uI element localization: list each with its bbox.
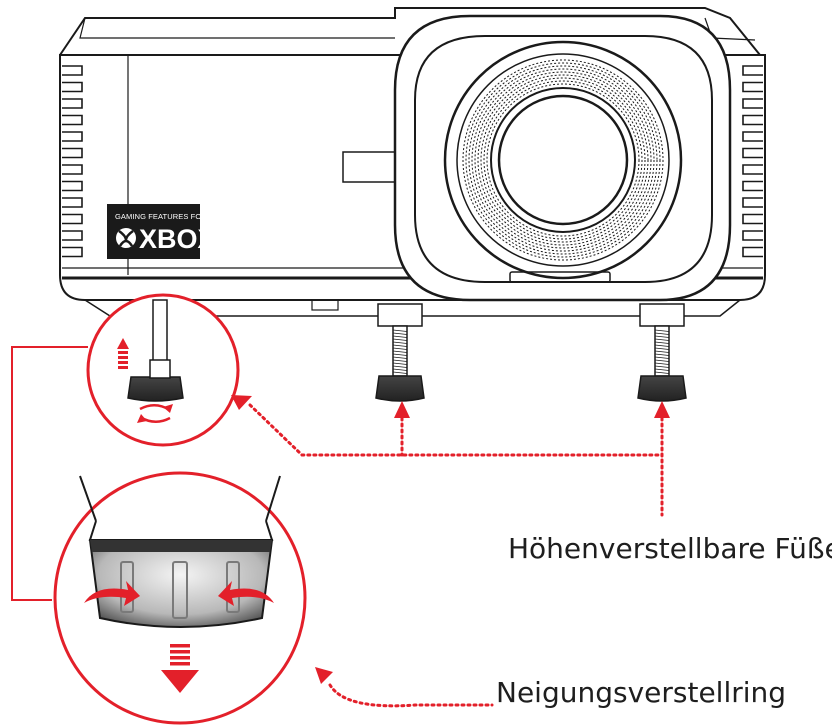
vent-slot xyxy=(62,147,83,159)
lens-focus-ring xyxy=(462,59,664,261)
foot-right xyxy=(637,303,687,402)
thread-line xyxy=(654,341,670,344)
feet-callout-lines xyxy=(248,403,664,708)
right-vents xyxy=(742,65,763,258)
thread-line xyxy=(654,353,670,356)
vent-slot xyxy=(742,81,763,93)
thread-line xyxy=(654,347,670,350)
vent-slot xyxy=(62,131,83,142)
thread-line xyxy=(392,362,408,365)
vent-slot xyxy=(742,131,763,142)
feet-callout-arrowheads xyxy=(231,395,670,684)
thread-line xyxy=(654,338,670,341)
thread-line xyxy=(654,362,670,365)
lens xyxy=(443,40,683,280)
vent-slot xyxy=(62,114,83,126)
thread-line xyxy=(392,359,408,362)
thread-line xyxy=(392,365,408,368)
thread-line xyxy=(392,344,408,347)
vent-slot xyxy=(742,180,763,192)
thread-line xyxy=(392,356,408,359)
vent-slot xyxy=(742,164,763,175)
thread-line xyxy=(392,347,408,350)
zoom-connector xyxy=(11,346,88,601)
thread-line xyxy=(392,350,408,353)
vent-slot xyxy=(62,230,83,241)
lens-focus-ring xyxy=(480,77,646,243)
badge-brand-text: XBOX xyxy=(139,224,216,254)
thread-line xyxy=(654,368,670,371)
lens-focus-ring xyxy=(483,80,643,240)
xbox-logo-icon xyxy=(116,228,136,248)
up-arrow-icon xyxy=(117,338,129,369)
thread-line xyxy=(654,329,670,332)
vent-slot xyxy=(742,147,763,159)
thread-line xyxy=(392,353,408,356)
vent-slot xyxy=(62,213,83,225)
xbox-badge: GAMING FEATURES FOR XBOX xyxy=(107,204,216,259)
right-turn-arrow-icon xyxy=(218,581,274,606)
left-turn-arrow-icon xyxy=(84,581,140,606)
thread-line xyxy=(654,350,670,353)
thread-line xyxy=(392,368,408,371)
thread-line xyxy=(654,371,670,374)
vent-slot xyxy=(62,197,83,208)
thread-line xyxy=(654,335,670,338)
ring-label: Neigungsverstellring xyxy=(496,676,787,709)
lens-focus-ring xyxy=(474,71,652,249)
thread-line xyxy=(392,335,408,338)
thread-line xyxy=(654,332,670,335)
lens-focus-ring xyxy=(471,68,655,252)
vent-slot xyxy=(742,197,763,208)
thread-line xyxy=(392,338,408,341)
vent-slot xyxy=(742,98,763,109)
lens-ring xyxy=(456,53,670,267)
thread-line xyxy=(654,344,670,347)
thread-line xyxy=(654,365,670,368)
vent-slot xyxy=(742,246,763,258)
vent-slot xyxy=(62,180,83,192)
vent-slot xyxy=(62,81,83,93)
thread-line xyxy=(654,359,670,362)
zoom-circle-small xyxy=(86,293,240,447)
vent-slot xyxy=(62,246,83,258)
lens-focus-ring xyxy=(486,83,640,237)
lens-focus-ring xyxy=(465,62,661,258)
foot-middle xyxy=(375,303,425,402)
thread-line xyxy=(392,371,408,374)
thread-line xyxy=(654,356,670,359)
vent-slot xyxy=(742,213,763,225)
thread-line xyxy=(392,329,408,332)
lens-focus-ring xyxy=(477,74,649,246)
vent-slot xyxy=(62,98,83,109)
vent-slot xyxy=(742,230,763,241)
lens-outer-ring xyxy=(443,40,683,280)
badge-small-text: GAMING FEATURES FOR xyxy=(115,212,207,221)
vent-slot xyxy=(62,65,83,76)
left-vents xyxy=(62,65,83,258)
zoom-circle-large xyxy=(53,471,307,725)
vent-slot xyxy=(742,114,763,126)
lens-focus-ring xyxy=(468,65,658,255)
thread-line xyxy=(392,332,408,335)
feet-label: Höhenverstellbare Füße xyxy=(508,532,832,565)
lens-inner-ring xyxy=(490,87,636,233)
vent-slot xyxy=(62,164,83,175)
vent-slot xyxy=(742,65,763,76)
lens-glass xyxy=(497,94,629,226)
thread-line xyxy=(392,341,408,344)
down-arrow-icon xyxy=(161,644,199,693)
